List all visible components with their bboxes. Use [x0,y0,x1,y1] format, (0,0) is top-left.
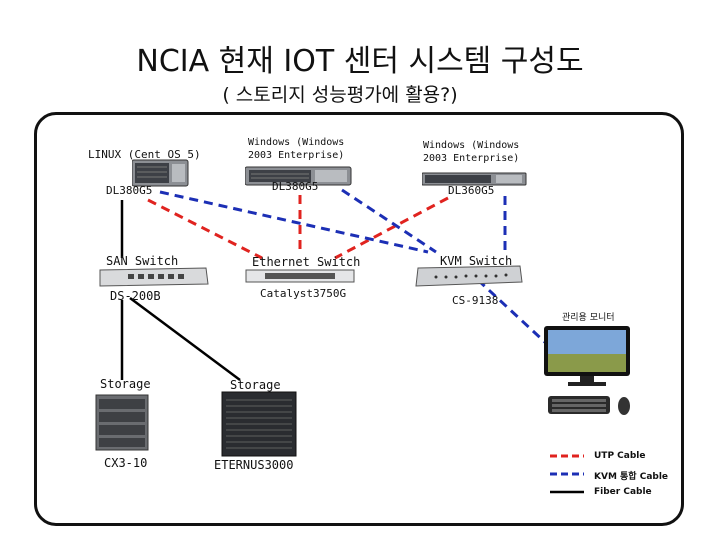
page-subtitle: ( 스토리지 성능평가에 활용?) [222,84,458,106]
server-3-model: DL360G5 [448,184,495,197]
san-switch-name: SAN Switch [106,254,179,268]
server-3-name: Windows (Windows 2003 Enterprise) [423,140,520,164]
kvm-switch-model: CS-9138 [452,294,499,307]
legend-fiber: Fiber Cable [594,487,652,497]
storage-1-model: CX3-10 [104,456,148,470]
server-1-icon [132,159,189,187]
monitor-label: 관리용 모니터 [562,313,615,323]
utp-server1-eth [147,198,263,260]
server-2-model: DL380G5 [272,180,319,193]
storage-1-icon [95,394,149,451]
page-title: NCIA 현재 IOT 센터 시스템 구성도 [136,44,584,79]
storage-2-icon [221,391,297,457]
kvm-server1-kvm [159,190,429,254]
san-switch-model: DS-200B [110,289,161,303]
legend-kvm: KVM 통합 Cable [594,472,669,482]
server-1-name: LINUX (Cent OS 5) [88,148,201,161]
server-2-icon [245,166,352,186]
legend-utp: UTP Cable [594,451,646,461]
server-1-model: DL380G5 [106,184,153,197]
kvm-switch-icon [415,265,523,287]
san-switch-icon [99,267,209,287]
fiber-san-storage2 [129,296,241,382]
ethernet-switch-name: Ethernet Switch [252,255,361,269]
storage-1-name: Storage [100,377,151,391]
ethernet-switch-icon [245,269,355,283]
kvm-switch-name: KVM Switch [440,254,513,268]
monitor-icon [544,326,630,415]
storage-2-name: Storage [230,378,281,392]
ethernet-switch-model: Catalyst3750G [260,287,347,300]
utp-server3-eth [334,196,449,260]
server-3-icon [422,172,527,186]
server-2-name: Windows (Windows 2003 Enterprise) [248,137,345,161]
storage-2-model: ETERNUS3000 [214,458,294,472]
kvm-switch-monitor [476,278,550,347]
kvm-server2-kvm [341,188,437,254]
diagram-frame [34,112,684,526]
legend-lines [550,454,584,494]
